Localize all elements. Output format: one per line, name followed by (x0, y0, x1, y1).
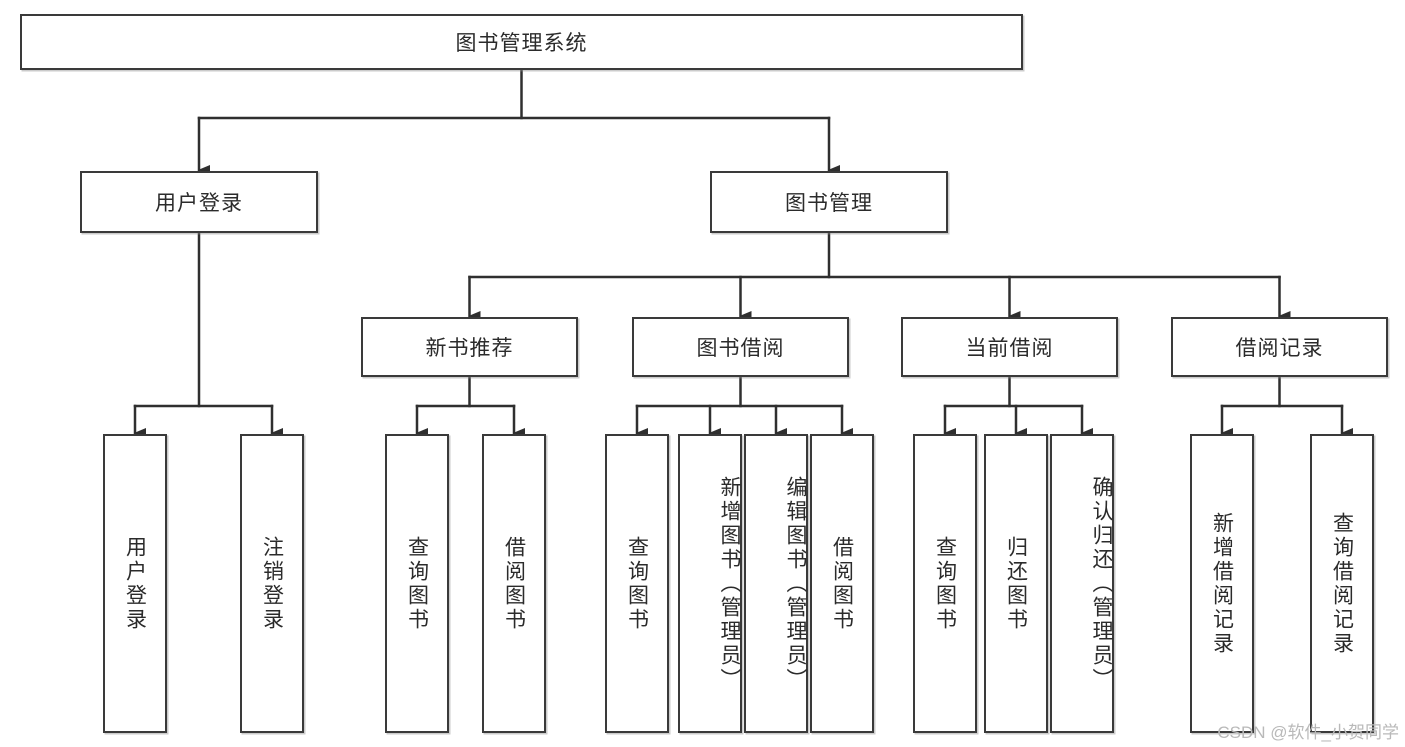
node-leaf-query-book-2[interactable]: 查询图书 (605, 434, 669, 733)
node-label: 借阅图书 (502, 535, 526, 632)
node-label: 图书管理系统 (455, 32, 588, 55)
node-label: 借阅图书 (830, 535, 854, 632)
node-leaf-user-login[interactable]: 用户登录 (103, 434, 167, 733)
node-leaf-borrow-book-2[interactable]: 借阅图书 (810, 434, 874, 733)
node-leaf-query-book-1[interactable]: 查询图书 (385, 434, 449, 733)
node-label: 编辑图书（管理员） (784, 475, 807, 692)
node-leaf-query-borrow-record[interactable]: 查询借阅记录 (1310, 434, 1374, 733)
node-leaf-return-book[interactable]: 归还图书 (984, 434, 1048, 733)
node-leaf-add-book-admin[interactable]: 新增图书（管理员） (678, 434, 742, 733)
node-user-login[interactable]: 用户登录 (80, 171, 318, 233)
node-new-book-recommend[interactable]: 新书推荐 (361, 317, 578, 377)
node-label: 借阅记录 (1235, 337, 1324, 360)
node-label: 查询借阅记录 (1330, 511, 1354, 656)
node-book-borrow[interactable]: 图书借阅 (632, 317, 849, 377)
node-leaf-user-logout[interactable]: 注销登录 (240, 434, 304, 733)
node-book-management[interactable]: 图书管理 (710, 171, 948, 233)
node-label: 图书管理 (785, 192, 873, 215)
node-leaf-edit-book-admin[interactable]: 编辑图书（管理员） (744, 434, 808, 733)
node-label: 确认归还（管理员） (1090, 475, 1113, 692)
node-leaf-confirm-return-admin[interactable]: 确认归还（管理员） (1050, 434, 1114, 733)
node-leaf-borrow-book-1[interactable]: 借阅图书 (482, 434, 546, 733)
csdn-watermark: CSDN @软件_小贺同学 (1217, 723, 1399, 742)
node-borrow-record[interactable]: 借阅记录 (1171, 317, 1388, 377)
node-label: 当前借阅 (965, 337, 1054, 360)
node-label: 新书推荐 (425, 337, 514, 360)
node-label: 新增图书（管理员） (718, 475, 741, 692)
node-label: 查询图书 (933, 535, 957, 632)
node-label: 图书借阅 (696, 337, 785, 360)
node-current-borrow[interactable]: 当前借阅 (901, 317, 1118, 377)
node-label: 查询图书 (625, 535, 649, 632)
node-label: 用户登录 (123, 535, 147, 632)
node-leaf-query-book-3[interactable]: 查询图书 (913, 434, 977, 733)
node-label: 用户登录 (155, 192, 243, 215)
node-label: 新增借阅记录 (1210, 511, 1234, 656)
node-label: 注销登录 (260, 535, 284, 632)
node-root[interactable]: 图书管理系统 (20, 14, 1023, 70)
node-label: 查询图书 (405, 535, 429, 632)
node-leaf-add-borrow-record[interactable]: 新增借阅记录 (1190, 434, 1254, 733)
node-label: 归还图书 (1004, 535, 1028, 632)
